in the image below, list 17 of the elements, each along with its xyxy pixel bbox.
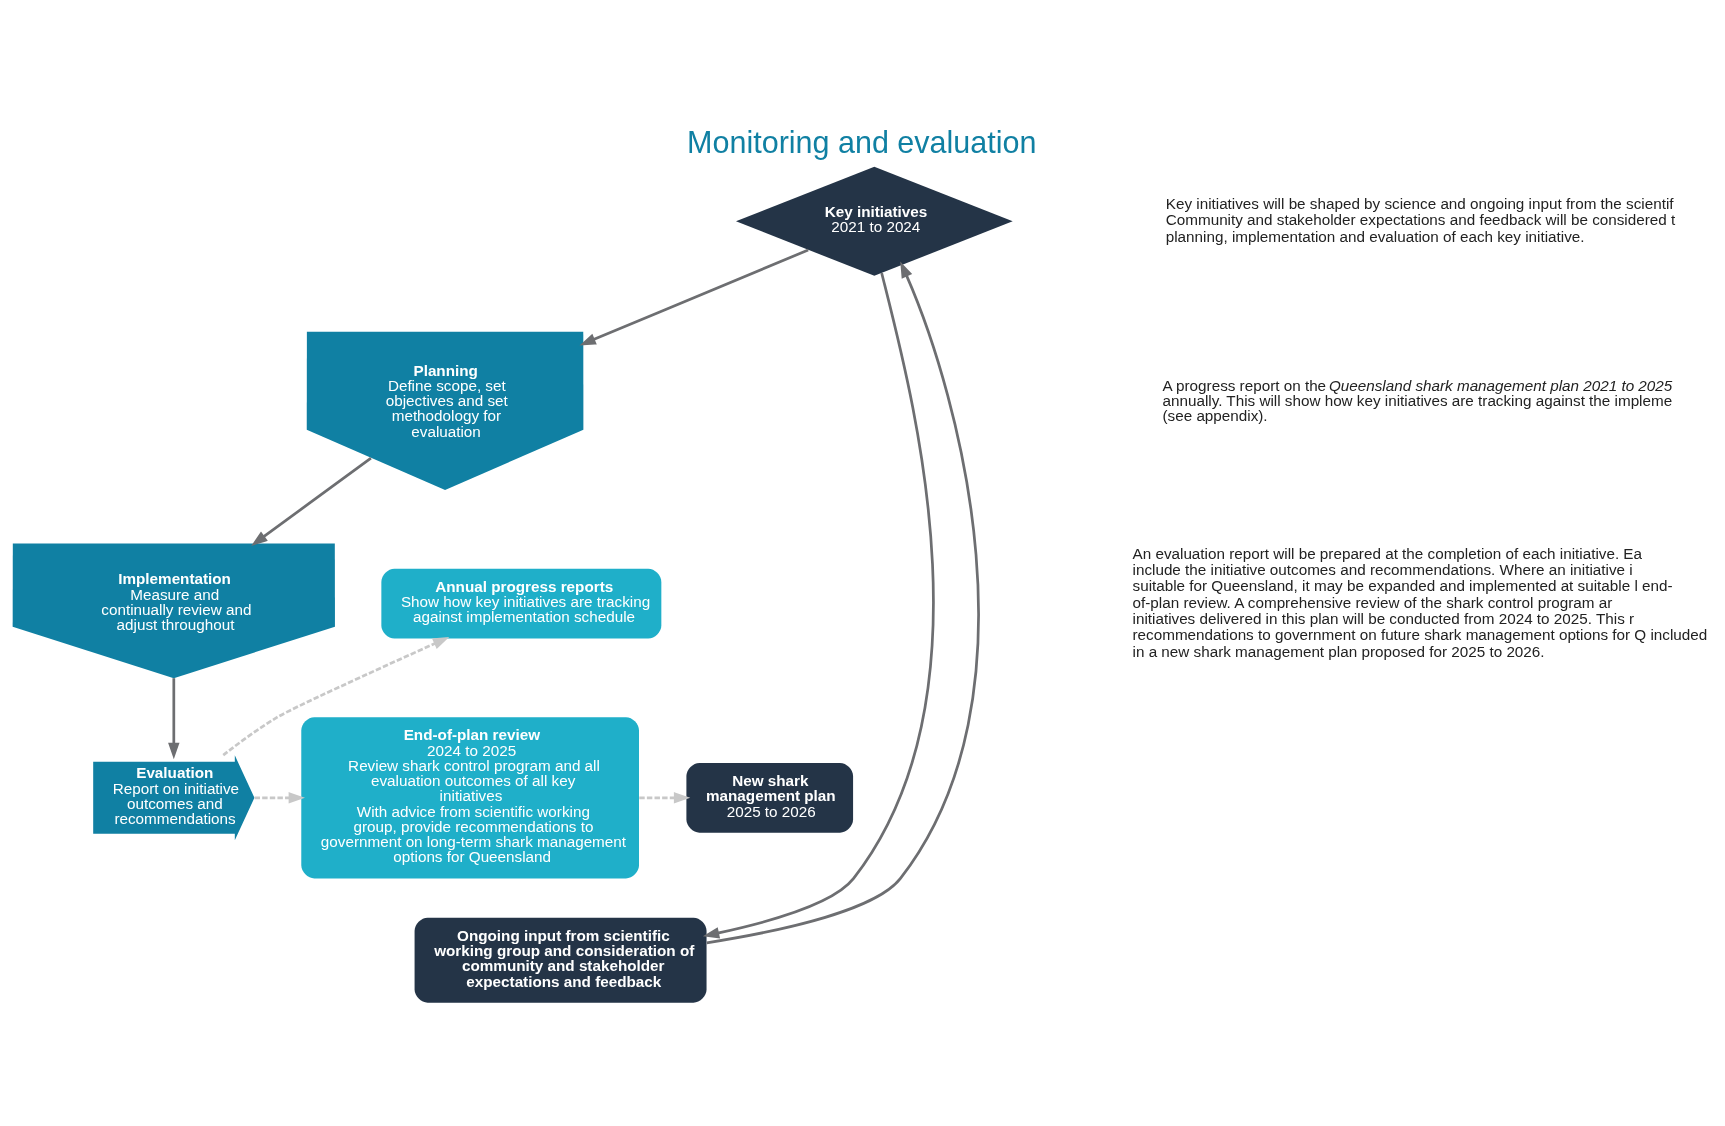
arrow: [168, 677, 180, 759]
arrow: [706, 261, 980, 944]
node-box: End-of-plan review 2024 to 2025 Review shark control program and all evaluation outcomes of all key initiatives With advice from scientific working group, provide recommendations to government on long-term shark management options for Queensland: [301, 716, 639, 878]
node-box: Annual progress reports Show how key initiatives are tracking against implementation schedule: [381, 568, 662, 639]
node-diamond: Key initiatives 2021 to 2024: [735, 166, 1013, 276]
label: Key initiatives will be shaped by science and ongoing input from the scientif Community and stakeholder expectations and feedback will be considered t planning, implementation and evaluation of each key initiative.: [1165, 194, 1676, 245]
node-box: New shark management plan 2025 to 2026: [686, 762, 854, 833]
diagram-title: Monitoring and evaluation: [687, 124, 1037, 159]
node-box: Ongoing input from scientific working group and consideration of community and stakeholder expectations and feedback: [414, 917, 707, 1003]
label: A progress report on the Queensland shark management plan 2021 to 2025 annually. This will show how key initiatives are tracking against the impleme (see appendix).: [1162, 376, 1673, 424]
arrow: [251, 456, 372, 546]
arrow: [579, 248, 809, 345]
arrow: [639, 791, 691, 804]
label: An evaluation report will be prepared at the completion of each initiative. Ea include the initiative outcomes and recommendations. Where an initiative i suitable for Queensland, it may be expanded and implemented at suitable l end-of-plan review. A comprehensive review of the shark control program ar initiatives delivered in this plan will be conducted from 2024 to 2025. This r recommendations to government on future shark management options for Q included in a new shark management plan proposed for 2025 to 2026.: [1132, 544, 1708, 660]
arrow: [222, 636, 450, 756]
arrow: [254, 791, 305, 804]
arrow: [702, 272, 935, 938]
